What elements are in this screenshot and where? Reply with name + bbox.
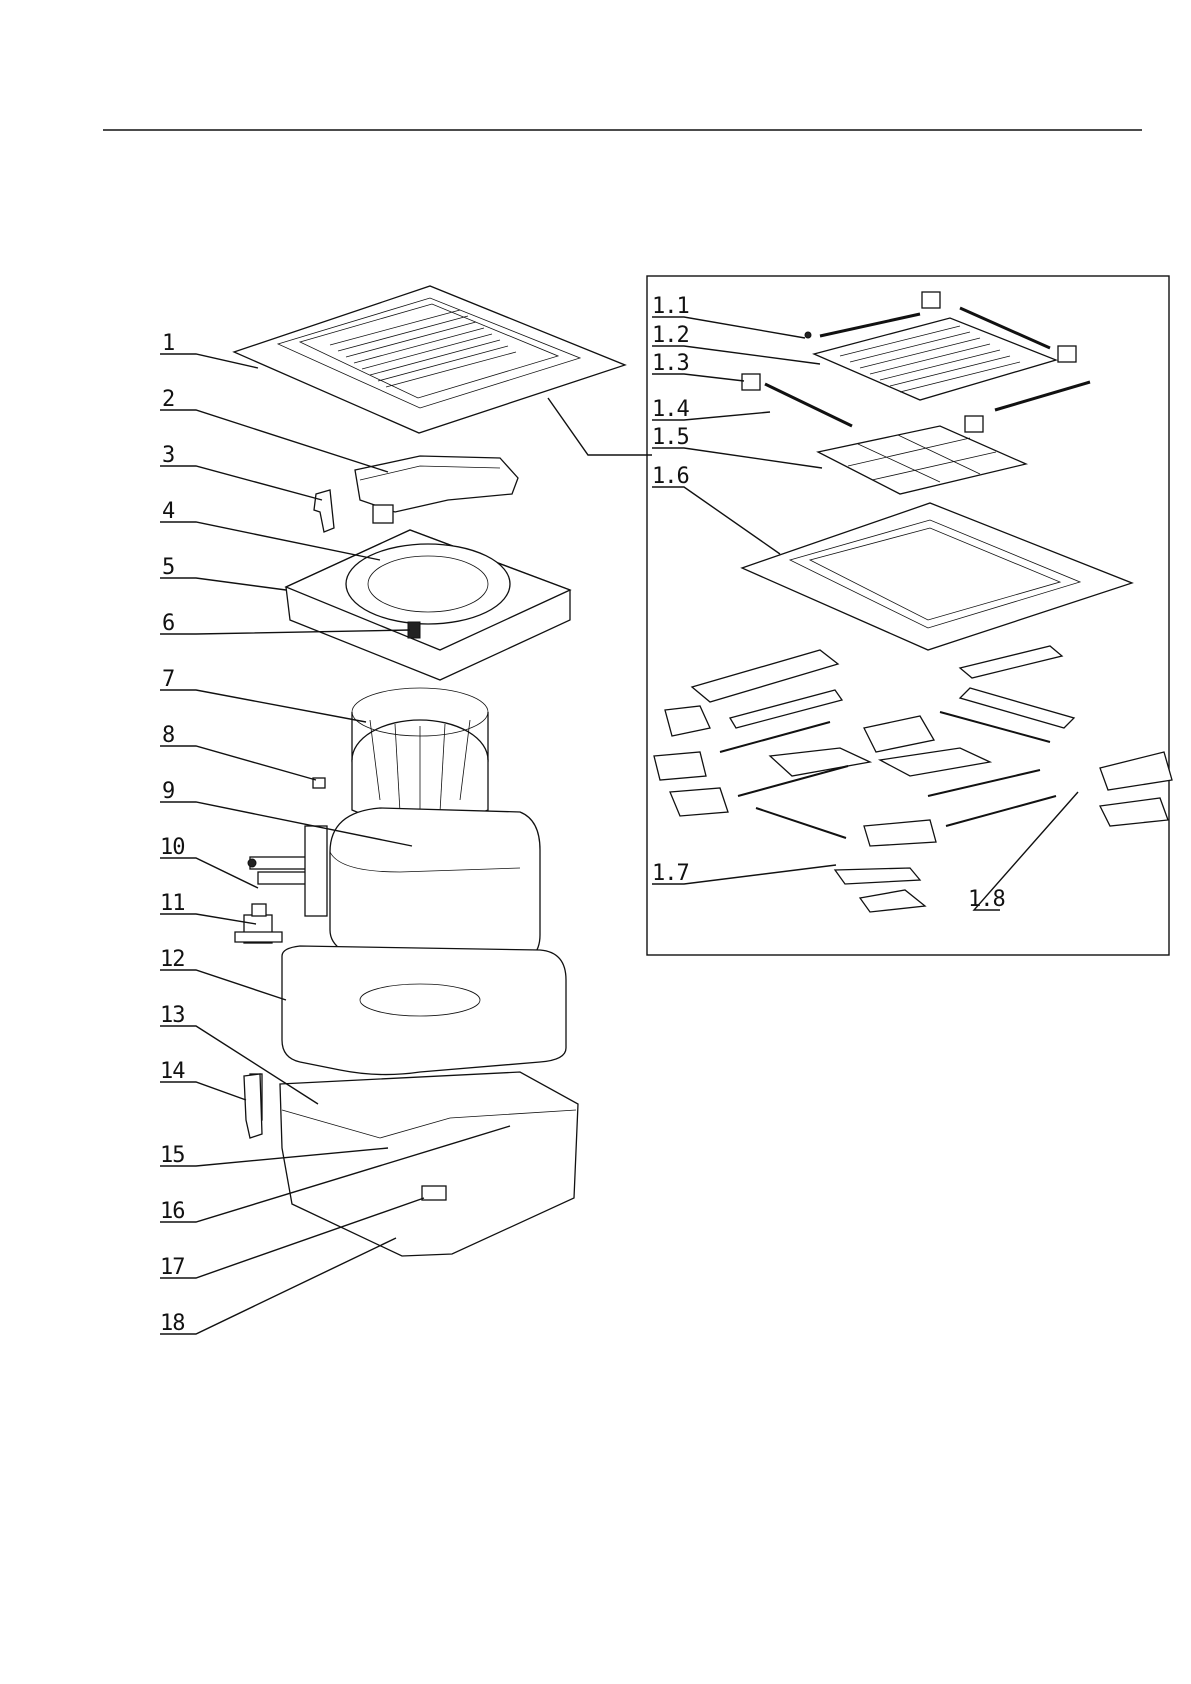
callout-9: 9 bbox=[162, 779, 174, 804]
part-3-bracket bbox=[314, 490, 334, 532]
callout-2: 2 bbox=[162, 387, 174, 412]
callout-13: 13 bbox=[160, 1003, 185, 1028]
callout-1-5: 1.5 bbox=[652, 425, 689, 450]
callout-3: 3 bbox=[162, 443, 174, 468]
callout-7: 7 bbox=[162, 667, 174, 692]
callout-1-1: 1.1 bbox=[652, 294, 689, 319]
callout-1-4: 1.4 bbox=[652, 397, 689, 422]
part-1-7-1-8-corner-pieces bbox=[654, 646, 1172, 912]
callout-15: 15 bbox=[160, 1143, 185, 1168]
part-1-6-panel-frame bbox=[742, 503, 1132, 650]
callout-5: 5 bbox=[162, 555, 174, 580]
part-10-pipe-assembly bbox=[248, 826, 327, 916]
callout-1: 1 bbox=[162, 331, 174, 356]
callout-1-3: 1.3 bbox=[652, 351, 689, 376]
part-13-18-casing bbox=[250, 1072, 578, 1256]
callout-8: 8 bbox=[162, 723, 174, 748]
callout-1-6: 1.6 bbox=[652, 464, 689, 489]
part-1-front-panel bbox=[234, 286, 625, 433]
callout-10: 10 bbox=[160, 835, 185, 860]
callout-16: 16 bbox=[160, 1199, 185, 1224]
callout-12: 12 bbox=[160, 947, 185, 972]
part-4-5-drain-pan bbox=[286, 530, 570, 680]
part-12-insulation bbox=[282, 946, 566, 1075]
part-1-5-filter bbox=[818, 426, 1026, 494]
callout-11: 11 bbox=[160, 891, 185, 916]
part-heat-exchanger bbox=[330, 808, 540, 966]
callout-6: 6 bbox=[162, 611, 174, 636]
part-7-fan-wheel bbox=[352, 688, 488, 825]
part-11-valve bbox=[235, 904, 282, 943]
inset-reference-leader bbox=[548, 398, 652, 455]
part-2-box-cover bbox=[355, 456, 518, 523]
callout-18: 18 bbox=[160, 1311, 185, 1336]
callout-1-2: 1.2 bbox=[652, 323, 689, 348]
callout-14: 14 bbox=[160, 1059, 185, 1084]
main-callout-labels: 1 2 3 4 5 6 7 8 9 10 11 12 13 14 15 16 1… bbox=[160, 331, 185, 1336]
callout-17: 17 bbox=[160, 1255, 185, 1280]
callout-1-8: 1.8 bbox=[968, 887, 1005, 912]
callout-4: 4 bbox=[162, 499, 175, 524]
callout-1-7: 1.7 bbox=[652, 861, 689, 886]
part-14-side-plate bbox=[244, 1074, 262, 1138]
